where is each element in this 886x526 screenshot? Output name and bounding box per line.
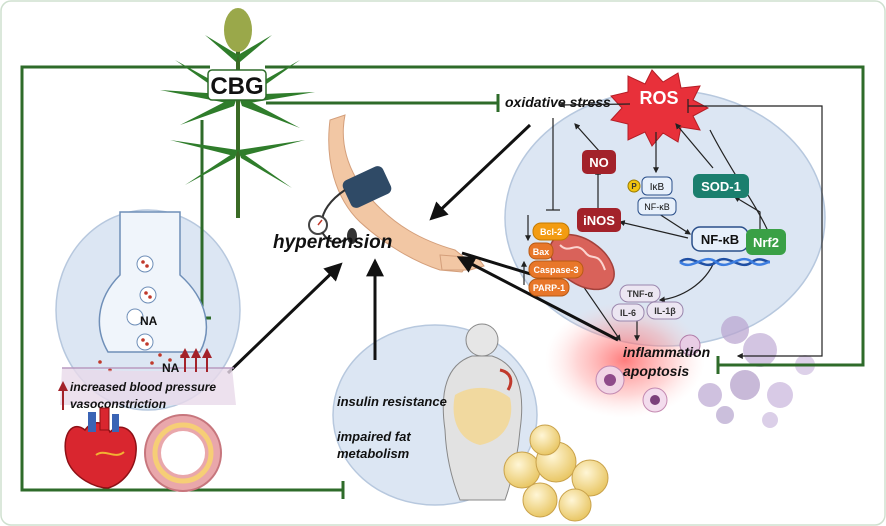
hypertension-label: hypertension <box>273 232 392 253</box>
inos-box <box>577 208 621 232</box>
na-vesicle-label: NA <box>140 314 158 328</box>
no-box <box>582 150 616 174</box>
cytokines <box>611 284 684 322</box>
sod1-box <box>693 174 749 198</box>
increased-bp-label: increased blood pressure <box>70 380 216 394</box>
vasoconstriction-label: vasoconstriction <box>70 397 166 411</box>
neuron-synapse-icon <box>60 211 236 405</box>
apoptosis-proteins <box>528 222 584 297</box>
sod1-label: SOD-1 <box>701 179 741 194</box>
immune-cells-icon <box>595 316 815 428</box>
adipocytes-icon <box>503 424 609 522</box>
bax-label: Bax <box>533 247 550 257</box>
no-label: NO <box>589 155 609 170</box>
human-figure-icon <box>442 323 523 501</box>
inos-label: iNOS <box>583 213 615 228</box>
nfkb-small-box <box>637 197 677 216</box>
ros-label: ROS <box>639 88 678 108</box>
oxidative-stress-label: oxidative stress <box>505 94 611 110</box>
red-up-arrows <box>58 348 212 410</box>
inflammation-label: inflammation <box>623 344 710 360</box>
bcl2-label: Bcl-2 <box>540 227 562 237</box>
ros-burst <box>610 69 710 147</box>
nrf2-box <box>746 229 786 255</box>
dna-helix-icon <box>679 257 771 267</box>
p-label: P <box>631 182 637 191</box>
na-released-label: NA <box>162 361 180 375</box>
ikb-label: IκB <box>650 182 665 193</box>
il6-label: IL-6 <box>620 308 636 318</box>
apoptosis-label: apoptosis <box>623 363 689 379</box>
impaired-fat-label-2: metabolism <box>337 446 410 461</box>
nfkb-small-label: NF-κB <box>644 202 670 212</box>
cannabis-plant-icon <box>160 8 315 218</box>
nfkb-label: NF-κB <box>701 232 739 247</box>
tnfa-label: TNF-α <box>627 289 653 299</box>
caspase3-label: Caspase-3 <box>533 265 578 275</box>
il1b-label: IL-1β <box>654 306 676 316</box>
ikb-box <box>641 176 673 196</box>
parp1-label: PARP-1 <box>533 283 565 293</box>
heart-icon <box>64 407 137 489</box>
cbg-label: CBG <box>210 73 263 100</box>
impaired-fat-label-1: impaired fat <box>337 429 411 444</box>
blood-pressure-cuff-icon <box>308 114 485 273</box>
artery-cross-section-icon <box>144 414 222 492</box>
p-circle <box>627 179 641 193</box>
insulin-resistance-label: insulin resistance <box>337 394 447 409</box>
nrf2-label: Nrf2 <box>753 235 779 250</box>
inflammation-glow <box>545 302 705 418</box>
